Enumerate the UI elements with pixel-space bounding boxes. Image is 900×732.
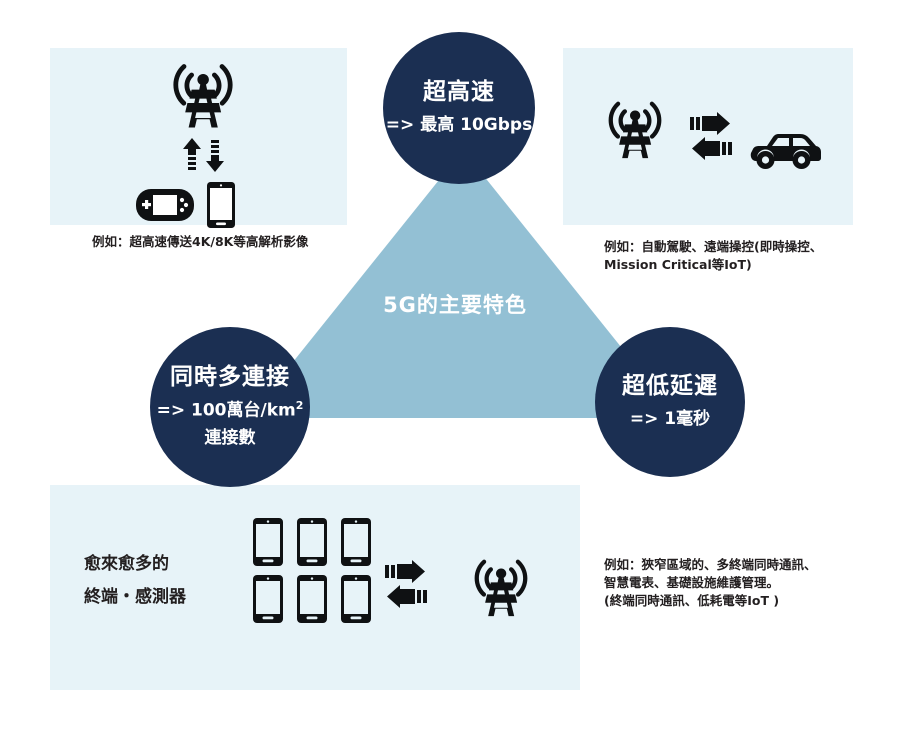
- circle-sub2-massive-connections: 連接數: [204, 427, 256, 448]
- circle-sub-massive-connections-text: => 100萬台/km: [156, 400, 296, 421]
- bidirectional-arrows-icon: [385, 560, 427, 614]
- caption-low-latency: 例如：自動駕駛、遠端操控(即時操控、 Mission Critical等IoT): [604, 238, 859, 274]
- cell-tower-icon: [594, 95, 676, 171]
- cell-tower-icon: [157, 58, 249, 140]
- cell-tower-icon: [460, 553, 542, 629]
- handheld-game-console-icon: [136, 188, 194, 226]
- up-down-arrows-icon: [182, 138, 226, 176]
- many-devices-label: 愈來愈多的 終端・感測器: [84, 548, 186, 614]
- car-icon: [750, 133, 822, 177]
- many-devices-label-line1: 愈來愈多的: [84, 554, 169, 574]
- center-triangle: [248, 150, 678, 420]
- circle-massive-connections[interactable]: 同時多連接 => 100萬台/km2 連接數: [150, 327, 310, 487]
- caption-high-speed: 例如：超高速傳送4K/8K等高解析影像: [92, 234, 309, 249]
- circle-ultra-high-speed[interactable]: 超高速 => 最高 10Gbps: [383, 32, 535, 184]
- circle-sub-ultra-high-speed: => 最高 10Gbps: [385, 114, 533, 135]
- circle-title-ultra-high-speed: 超高速: [423, 79, 495, 106]
- smartphone-grid-icon: [253, 518, 371, 627]
- circle-sub-ultra-low-latency: => 1毫秒: [629, 408, 711, 429]
- circle-title-massive-connections: 同時多連接: [170, 364, 290, 391]
- caption-many-devices-line1: 例如：狹窄區域的、多終端同時通訊、: [604, 557, 817, 572]
- caption-low-latency-line1: 例如：自動駕駛、遠端操控(即時操控、: [604, 239, 823, 254]
- many-devices-label-line2: 終端・感測器: [84, 587, 186, 608]
- caption-low-latency-line2: Mission Critical等IoT): [604, 257, 752, 273]
- caption-many-devices: 例如：狹窄區域的、多終端同時通訊、 智慧電表、基礎設施維護管理。 (終端同時通訊…: [604, 556, 866, 610]
- smartphone-icon: [207, 182, 235, 232]
- circle-ultra-low-latency[interactable]: 超低延遲 => 1毫秒: [595, 327, 745, 477]
- circle-title-ultra-low-latency: 超低延遲: [622, 373, 718, 400]
- caption-many-devices-line2: 智慧電表、基礎設施維護管理。: [604, 575, 780, 591]
- circle-sub-massive-connections-exponent: 2: [295, 399, 304, 413]
- bidirectional-arrows-icon: [690, 112, 732, 166]
- circle-sub-massive-connections: => 100萬台/km2: [157, 399, 304, 423]
- caption-many-devices-line3: (終端同時通訊、低耗電等IoT ): [604, 593, 780, 609]
